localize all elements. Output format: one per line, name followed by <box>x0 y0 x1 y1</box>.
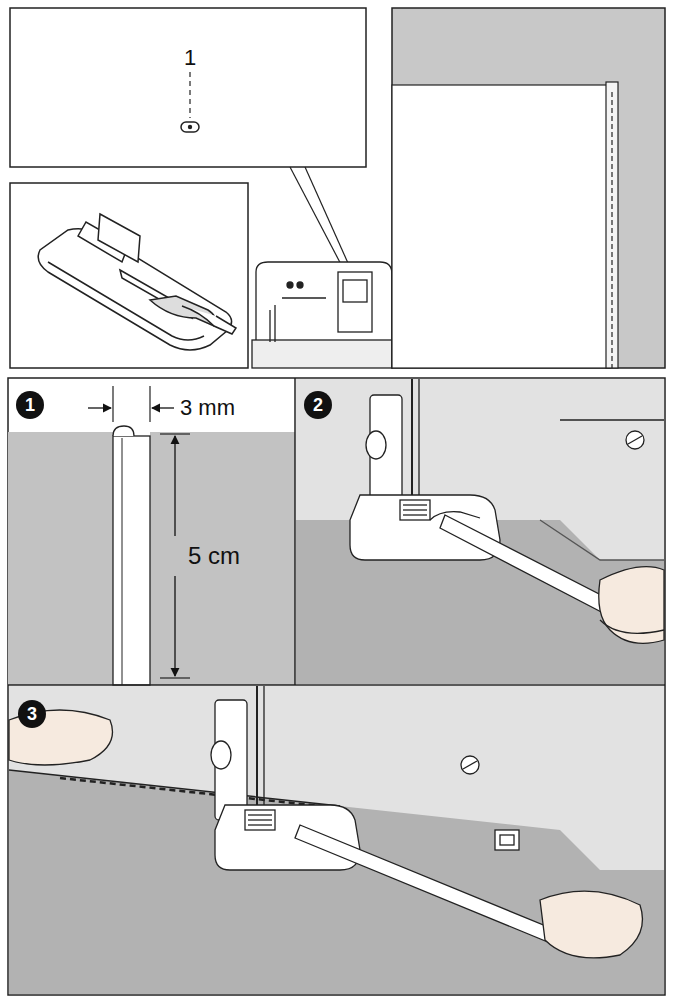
indicator-oval <box>181 122 199 132</box>
fabric <box>392 85 610 368</box>
callout-leader <box>290 167 345 272</box>
step-number: 3 <box>18 700 46 728</box>
stitch-line <box>611 92 612 368</box>
step-number: 2 <box>304 391 332 419</box>
rolled-hem <box>606 82 618 368</box>
step-number-text: 3 <box>27 705 37 723</box>
step-number-text: 2 <box>313 396 323 414</box>
callout-panel <box>10 8 366 167</box>
rolled-hem-foot <box>38 214 236 350</box>
sewing-machine <box>252 262 392 368</box>
dimension-label: 3 mm <box>180 397 235 419</box>
leader-line <box>189 72 190 118</box>
hem-panel <box>392 8 665 368</box>
step2-panel <box>296 379 664 684</box>
step-number: 1 <box>16 391 44 419</box>
step-number-text: 1 <box>25 396 35 414</box>
dimension-label: 5 cm <box>188 544 240 568</box>
step1-panel <box>8 386 295 685</box>
foot-panel <box>10 183 248 368</box>
callout-number: 1 <box>184 47 196 69</box>
step3-panel <box>9 686 664 994</box>
